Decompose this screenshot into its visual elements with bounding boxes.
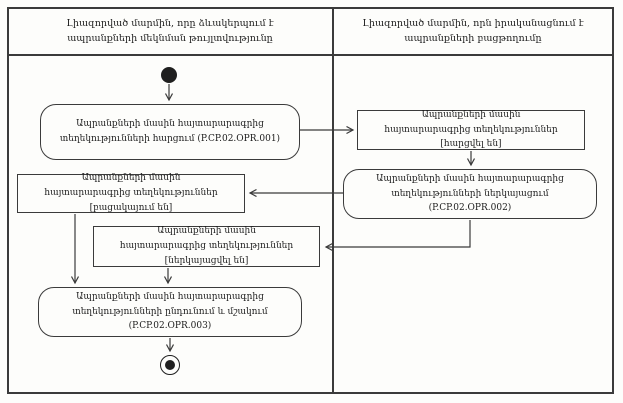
object-info-absent: Ապրանքների մասին հայտարարագրից տեղեկությ…: [17, 173, 245, 213]
lane-header-separator: [7, 54, 614, 56]
activity-request-declaration-info: Ապրանքների մասին հայտարարագրից տեղեկությ…: [40, 104, 300, 160]
lane-header-release-authority: Լիազորված մարմին, որն իրականացնում է ապր…: [362, 17, 584, 44]
object-info-submitted: Ապրանքների մասին հայտարարագրից տեղեկությ…: [93, 226, 320, 267]
lane-header-departure-authority: Լիազորված մարմին, որը ձևակերպում է ապրան…: [66, 17, 274, 44]
final-node: [160, 355, 180, 375]
final-node-dot: [165, 360, 175, 370]
activity-submit-declaration-info: Ապրանքների մասին հայտարարագրից տեղեկությ…: [343, 169, 597, 219]
initial-node: [161, 67, 177, 83]
object-info-requested: Ապրանքների մասին հայտարարագրից տեղեկությ…: [357, 110, 585, 150]
diagram-border: [7, 7, 614, 394]
swimlane-divider: [332, 7, 334, 394]
activity-receive-process-declaration-info: Ապրանքների մասին հայտարարագրից տեղեկությ…: [38, 287, 302, 337]
